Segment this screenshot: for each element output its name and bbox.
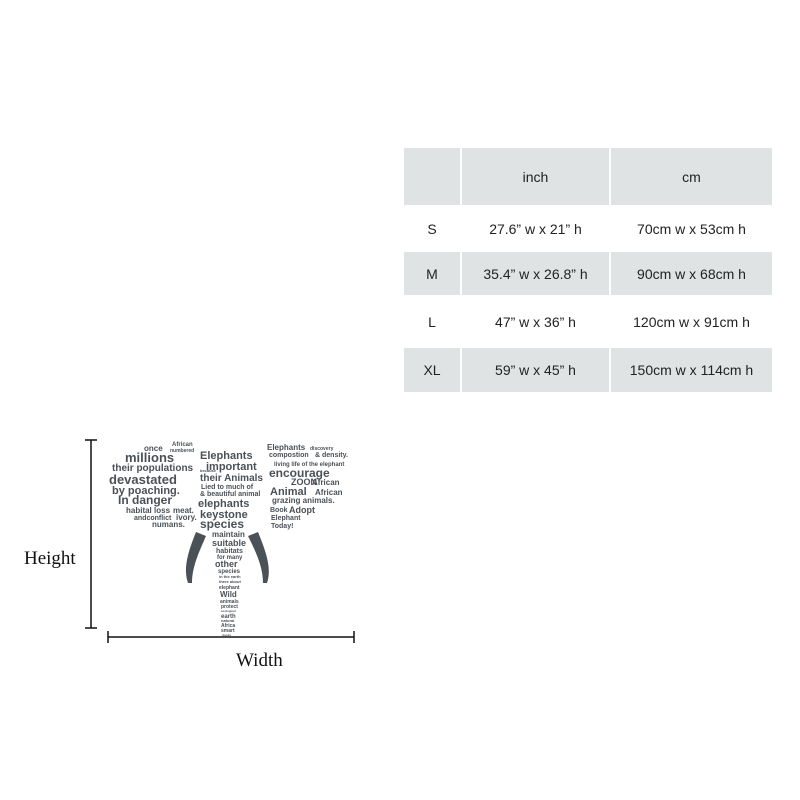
ear-word: millions (125, 450, 174, 465)
face-word: Elephants (200, 450, 253, 462)
ear-word: In danger (118, 493, 172, 507)
ear-word: by poaching. (112, 485, 180, 497)
ear-word: andconflict (134, 515, 172, 522)
ear-word: living life of the elephant (274, 462, 344, 468)
ear-word: Elephant (271, 515, 301, 522)
header-size (404, 148, 460, 205)
left-tusk (185, 532, 206, 583)
table-row: XL 59” w x 45” h 150cm w x 114cm h (404, 348, 772, 392)
header-cm: cm (609, 148, 772, 205)
face-word: protect (221, 604, 238, 610)
face-word: maintain (212, 530, 245, 539)
ear-word: Animal (270, 486, 307, 498)
elephant-figure: once African numbered millions their pop… (109, 442, 348, 637)
face-word: Lied to much of (201, 484, 254, 491)
ear-word: & density. (315, 452, 348, 459)
inch-cell: 27.6” w x 21” h (460, 205, 609, 252)
face-word: elephants (198, 498, 249, 510)
face-word: doods (222, 633, 231, 637)
width-label: Width (236, 650, 283, 671)
ear-word: encourage (269, 466, 330, 480)
ear-word: Adopt (289, 505, 315, 515)
size-cell: XL (423, 362, 441, 378)
face-word: & beautiful animal (200, 491, 260, 498)
ear-word: Book (270, 507, 288, 514)
face-word: species (200, 517, 244, 531)
face-word: elephant (219, 585, 240, 591)
face-word: there about (219, 579, 241, 584)
cm-cell: 70cm w x 53cm h (609, 205, 772, 252)
face-word: Africa (221, 623, 235, 629)
size-cell: M (426, 265, 438, 282)
table-header-row: inch cm (404, 148, 772, 205)
inch-cell: 59” w x 45” h (460, 348, 609, 392)
table-row: L 47” w x 36” h 120cm w x 91cm h (404, 295, 772, 348)
ear-word: their populations (112, 463, 194, 474)
face-word: keystone (200, 509, 248, 521)
size-cell: L (428, 313, 436, 330)
right-tusk (248, 532, 269, 583)
cm-cell: 120cm w x 91cm h (609, 295, 772, 348)
face-word: for many (217, 555, 243, 561)
face-word: in the earth (219, 574, 241, 579)
face-word: important (206, 461, 257, 473)
face-word: animals (220, 599, 239, 605)
height-label: Height (24, 548, 76, 569)
face-word: ecological (221, 609, 236, 613)
ear-word: devastated (109, 472, 177, 487)
ear-word: Today! (271, 523, 293, 530)
face-word: habitats (216, 548, 243, 555)
ear-word: numbered (170, 448, 194, 454)
face-word: suitable (212, 538, 246, 548)
ear-word: ivory. (176, 513, 197, 522)
face-word: smart (221, 628, 235, 634)
size-table: inch cm S 27.6” w x 21” h 70cm w x 53cm … (404, 148, 772, 392)
face-word: their Animals (200, 473, 263, 484)
ear-word: African (315, 488, 343, 497)
ear-word: grazing animals. (272, 496, 335, 505)
cm-cell: 90cm w x 68cm h (609, 252, 772, 295)
elephant-word-art: once African numbered millions their pop… (85, 439, 355, 643)
size-cell: S (427, 220, 437, 237)
ear-word: African (312, 478, 340, 487)
ear-word: Elephants (267, 443, 306, 452)
ear-word: habital loss (126, 506, 171, 515)
ear-word: meat. (173, 506, 194, 515)
ear-word: discovery (310, 446, 334, 452)
ear-word: numans. (152, 520, 185, 529)
ear-word: once (144, 444, 163, 453)
inch-cell: 35.4” w x 26.8” h (460, 252, 609, 295)
face-word: natural (221, 618, 234, 623)
cm-cell: 150cm w x 114cm h (609, 348, 772, 392)
table-row: M 35.4” w x 26.8” h 90cm w x 68cm h (404, 252, 772, 295)
inch-cell: 47” w x 36” h (460, 295, 609, 348)
dimension-lines (85, 439, 355, 643)
face-word: species (218, 569, 241, 575)
face-word: because (200, 468, 217, 473)
face-word: other (215, 559, 238, 569)
header-inch: inch (460, 148, 609, 205)
ear-word: compostion (269, 452, 309, 459)
face-word: Wild (220, 590, 237, 599)
ear-word: African (172, 442, 193, 448)
table-row: S 27.6” w x 21” h 70cm w x 53cm h (404, 205, 772, 252)
ear-word: ZOON (291, 477, 317, 487)
face-word: earth (221, 614, 236, 620)
